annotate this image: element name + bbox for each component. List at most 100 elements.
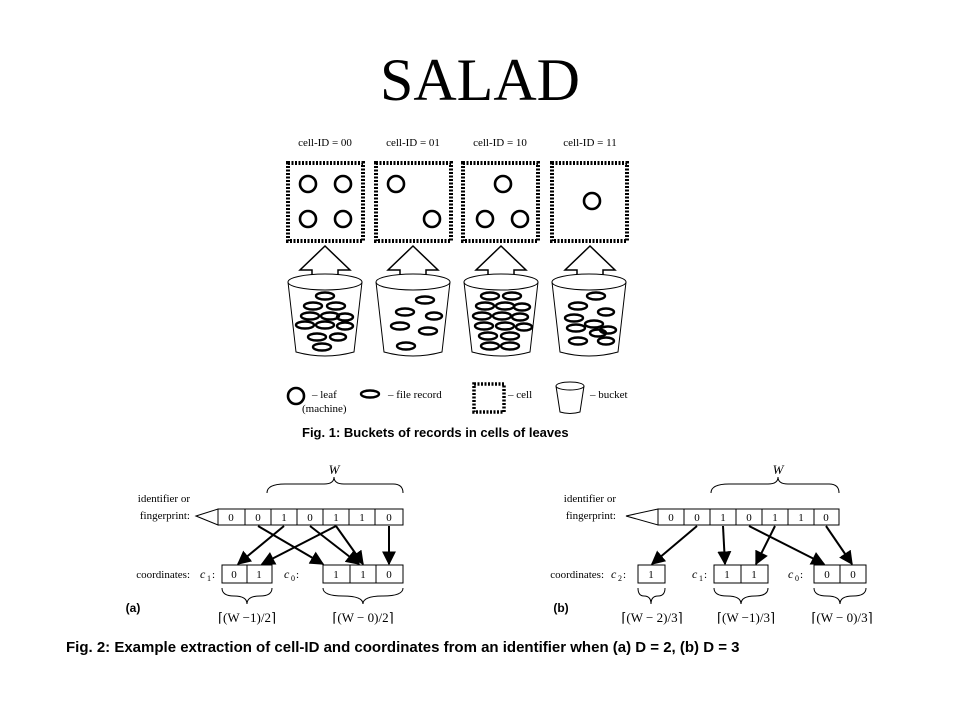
cell-box-11 <box>550 161 629 243</box>
fig2b-formula0: ⌈(W − 0)/3⌉ <box>811 610 872 625</box>
file-record <box>395 341 417 351</box>
file-record <box>494 321 516 331</box>
file-record <box>514 322 534 332</box>
file-record <box>567 336 589 346</box>
file-record <box>477 331 499 341</box>
leaf-node <box>582 191 602 211</box>
file-record <box>302 301 324 311</box>
bit: 1 <box>359 512 365 524</box>
cell-label-01: cell-ID = 01 <box>386 137 440 149</box>
file-record <box>512 302 532 312</box>
legend-file-record-icon <box>359 389 381 399</box>
file-record <box>299 311 321 321</box>
colon: : <box>212 569 215 581</box>
file-record <box>389 321 411 331</box>
fig2a-id-bits: 0 0 1 0 1 1 0 <box>228 512 392 524</box>
fig2a-formula1: ⌈(W −1)/2⌉ <box>218 610 276 625</box>
bit: 1 <box>648 569 654 581</box>
cell-label-11: cell-ID = 11 <box>563 137 616 149</box>
bucket-11 <box>551 273 627 357</box>
bit: 1 <box>360 569 366 581</box>
bit: 1 <box>751 569 757 581</box>
file-record <box>473 321 495 331</box>
fig2b-c2-sub: 2 <box>618 574 622 583</box>
colon: : <box>296 569 299 581</box>
bit: 1 <box>798 512 804 524</box>
fig2a-c1-sub: 1 <box>207 574 211 583</box>
leaf-node <box>298 174 318 194</box>
fig2a-coord-label: coordinates: <box>136 569 190 581</box>
file-record <box>479 341 501 351</box>
legend-cell-icon <box>472 382 506 414</box>
leaf-node <box>422 209 442 229</box>
bit: 1 <box>720 512 726 524</box>
fig2b-c2-label: c <box>611 567 617 581</box>
file-record <box>596 336 616 346</box>
legend-bucket-label: – bucket <box>589 389 628 401</box>
fig1-caption: Fig. 1: Buckets of records in cells of l… <box>302 425 569 440</box>
bit: 0 <box>228 512 234 524</box>
file-record <box>335 312 355 322</box>
fig2b-c1-brace <box>713 587 769 605</box>
file-record <box>567 301 589 311</box>
legend-file-record-label: – file record <box>387 389 442 401</box>
fig2b-c1-label: c <box>692 567 698 581</box>
fig2b-id-label-1: identifier or <box>564 493 617 505</box>
cell-box-01 <box>374 161 453 243</box>
bit: 1 <box>333 569 339 581</box>
file-record <box>306 332 328 342</box>
legend-cell-label: – cell <box>507 389 532 401</box>
file-record <box>394 307 416 317</box>
fig2-caption: Fig. 2: Example extraction of cell-ID an… <box>66 639 739 656</box>
bit: 0 <box>386 569 392 581</box>
leaf-node <box>298 209 318 229</box>
file-record <box>583 319 605 329</box>
fig2a-id-tail <box>194 508 219 526</box>
file-record <box>335 321 355 331</box>
fig2b-id-tail <box>625 508 659 526</box>
colon: : <box>800 569 803 581</box>
file-record <box>588 328 608 338</box>
bit: 1 <box>333 512 339 524</box>
file-record <box>417 326 439 336</box>
file-record <box>474 301 496 311</box>
fig2b-formula2: ⌈(W − 2)/3⌉ <box>621 610 682 625</box>
fig2b-w-label: W <box>773 462 785 477</box>
file-record <box>314 320 336 330</box>
file-record <box>510 312 530 322</box>
bit: 1 <box>281 512 287 524</box>
fig2b-tag: (b) <box>553 601 568 615</box>
fig1: cell-ID = 00 cell-ID = 01 cell-ID = 10 c… <box>286 137 629 440</box>
fig2b-id-label-2: fingerprint: <box>566 510 616 522</box>
fig2a-w-label: W <box>329 462 341 477</box>
fig2a-tag: (a) <box>126 601 141 615</box>
fig2a-c0-brace <box>322 587 404 605</box>
file-record <box>479 291 501 301</box>
cell-label-10: cell-ID = 10 <box>473 137 527 149</box>
fig2a-c1-brace <box>221 587 273 605</box>
fig2b-c0-brace <box>813 587 867 605</box>
fig2a-formula0: ⌈(W − 0)/2⌉ <box>332 610 393 625</box>
file-record <box>325 301 347 311</box>
legend-leaf-label: – leaf <box>311 389 337 401</box>
fig2a-w-brace <box>266 476 404 494</box>
bit: 1 <box>256 569 262 581</box>
file-record <box>424 311 444 321</box>
bit: 0 <box>850 569 856 581</box>
bit: 0 <box>824 569 830 581</box>
fig2a-c1-label: c <box>200 567 206 581</box>
fig2b-formula1: ⌈(W −1)/3⌉ <box>717 610 775 625</box>
leaf-node <box>333 209 353 229</box>
file-record <box>565 323 587 333</box>
bit: 0 <box>231 569 237 581</box>
colon: : <box>623 569 626 581</box>
file-record <box>471 311 493 321</box>
slide-title: SALAD <box>380 47 580 113</box>
leaf-node <box>493 174 513 194</box>
file-record <box>501 291 523 301</box>
fig2b-c0-sub: 0 <box>795 574 799 583</box>
fig2a: W identifier or fingerprint: 0 0 1 0 1 1… <box>126 462 404 625</box>
cell-box-00 <box>286 161 365 243</box>
file-record <box>311 342 333 352</box>
